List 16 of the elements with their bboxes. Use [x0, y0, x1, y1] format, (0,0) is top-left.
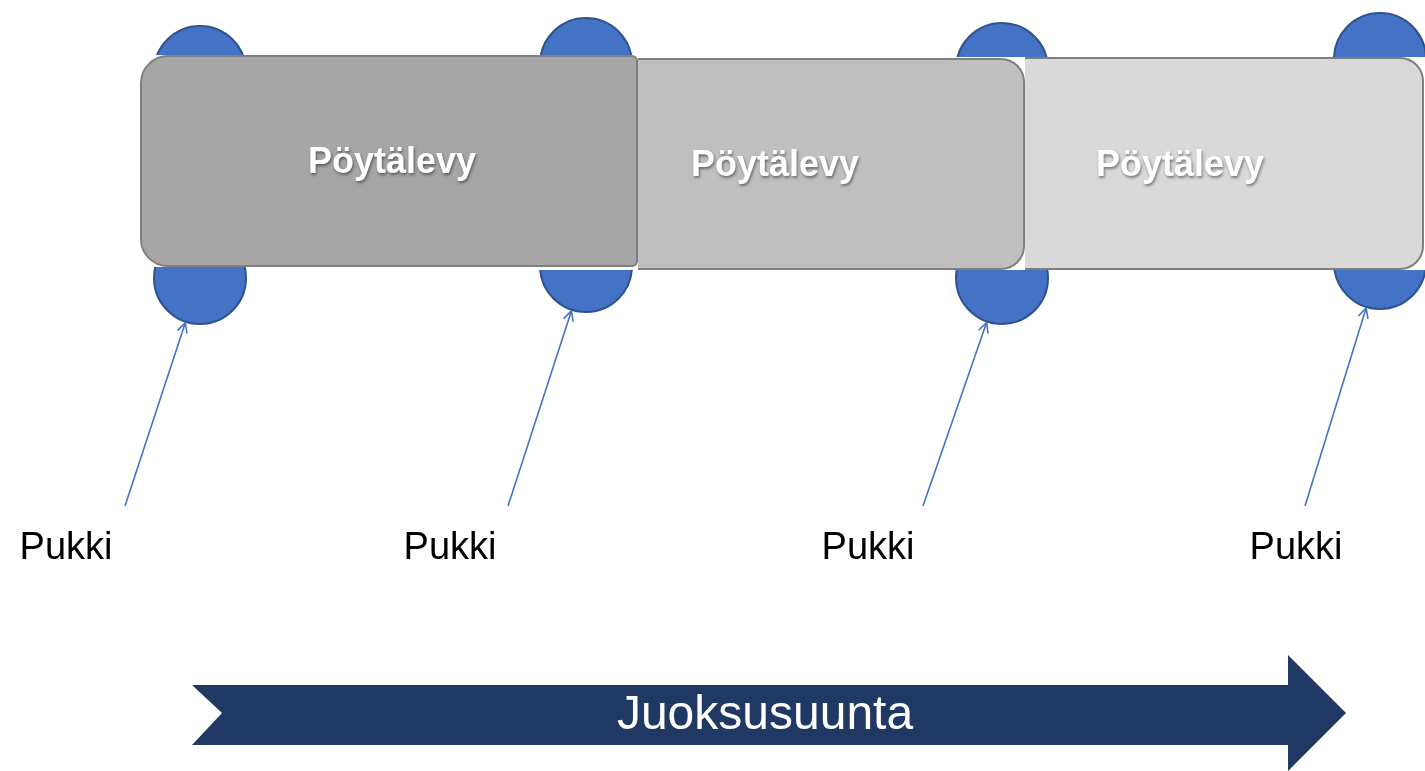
table-top-board [1025, 57, 1424, 270]
board-label: Pöytälevy [307, 139, 477, 183]
leader-arrow [507, 309, 574, 507]
trestle-label: Pukki [10, 522, 122, 570]
leader-arrow [124, 321, 188, 507]
trestle-label: Pukki [394, 522, 506, 570]
arrow-label: Juoksusuunta [616, 689, 914, 737]
table-top-board [638, 58, 1025, 270]
trestle-label: Pukki [812, 522, 924, 570]
board-label: Pöytälevy [1095, 141, 1265, 186]
leader-arrow [922, 321, 989, 507]
board-label: Pöytälevy [690, 142, 860, 186]
table-top-board [140, 55, 638, 267]
trestle-label: Pukki [1240, 522, 1352, 570]
direction-arrow [192, 655, 1346, 771]
leader-arrow [1304, 307, 1369, 507]
